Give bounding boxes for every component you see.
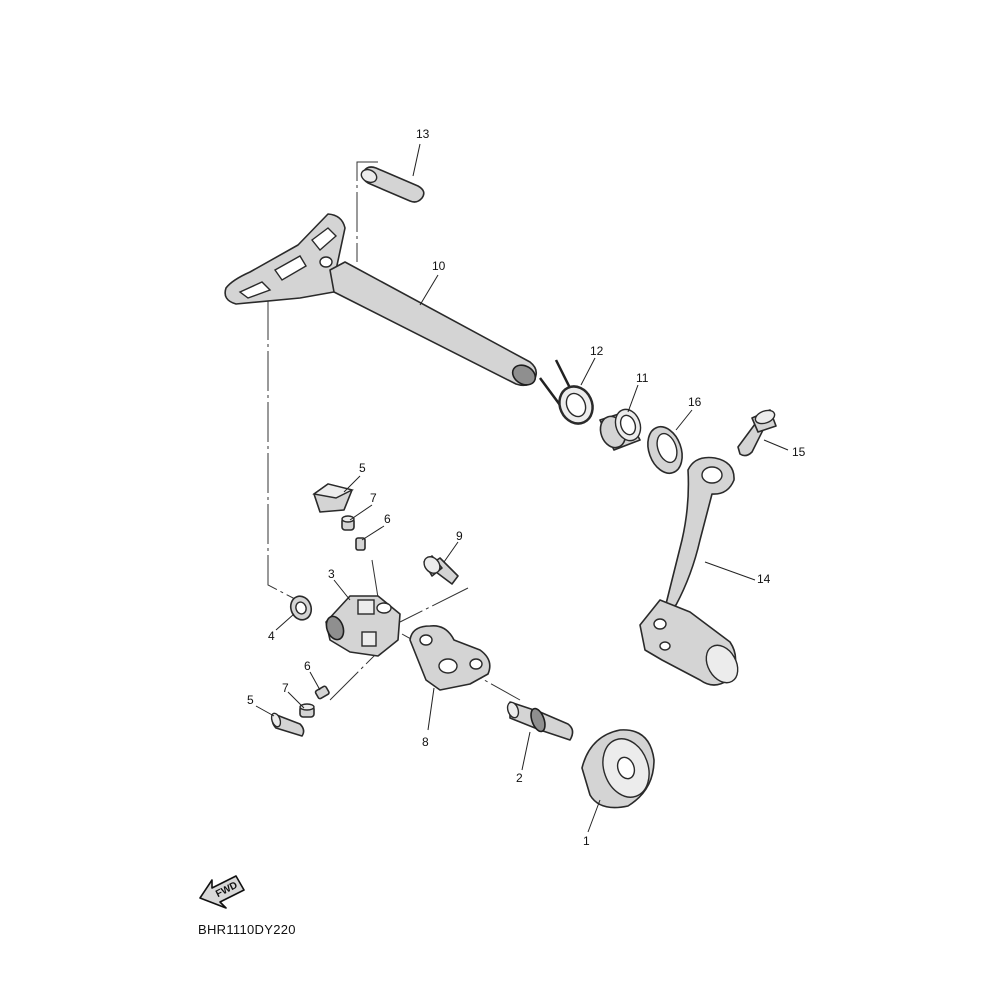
callout-7-bottom: 7 bbox=[282, 681, 289, 695]
callout-5-top: 5 bbox=[359, 461, 366, 475]
part-4-washer[interactable] bbox=[287, 593, 314, 622]
callout-4: 4 bbox=[268, 629, 275, 643]
callout-10: 10 bbox=[432, 259, 446, 273]
callout-7-top: 7 bbox=[370, 491, 377, 505]
part-11-collar[interactable] bbox=[596, 406, 644, 451]
part-10-shift-shaft[interactable] bbox=[224, 213, 539, 389]
part-9-bolt[interactable] bbox=[421, 554, 459, 585]
callout-15: 15 bbox=[792, 445, 806, 459]
part-13-pin[interactable] bbox=[359, 166, 425, 203]
callout-9: 9 bbox=[456, 529, 463, 543]
callout-labels: 13 10 12 11 16 15 14 5 7 6 9 3 4 6 7 5 8… bbox=[247, 127, 806, 848]
fwd-arrow-icon: FWD bbox=[199, 875, 245, 909]
part-1-star-stopper[interactable] bbox=[581, 729, 657, 809]
part-5-pin-bottom[interactable] bbox=[270, 712, 305, 737]
callout-2: 2 bbox=[516, 771, 523, 785]
callout-6-bottom: 6 bbox=[304, 659, 311, 673]
callout-13: 13 bbox=[416, 127, 430, 141]
part-8-plate[interactable] bbox=[409, 624, 491, 691]
callout-5-bottom: 5 bbox=[247, 693, 254, 707]
part-7-pin-bottom[interactable] bbox=[299, 703, 315, 718]
part-3-segment[interactable] bbox=[323, 595, 401, 657]
part-5-block-top[interactable] bbox=[312, 483, 355, 513]
part-15-bolt[interactable] bbox=[737, 408, 777, 457]
leader-lines bbox=[255, 143, 789, 833]
callout-3: 3 bbox=[328, 567, 335, 581]
part-6-spring-top[interactable] bbox=[355, 537, 366, 551]
callout-1: 1 bbox=[583, 834, 590, 848]
callout-8: 8 bbox=[422, 735, 429, 749]
callout-12: 12 bbox=[590, 344, 604, 358]
diagram-code: BHR1110DY220 bbox=[198, 922, 296, 937]
part-2-stud[interactable] bbox=[506, 701, 574, 741]
callout-14: 14 bbox=[757, 572, 771, 586]
callout-6-top: 6 bbox=[384, 512, 391, 526]
part-16-seal[interactable] bbox=[642, 422, 688, 478]
callout-16: 16 bbox=[688, 395, 702, 409]
part-12-torsion-spring[interactable] bbox=[538, 359, 599, 429]
part-7-pin-top[interactable] bbox=[341, 515, 355, 531]
part-14-shift-lever[interactable] bbox=[639, 456, 744, 689]
callout-11: 11 bbox=[636, 371, 649, 385]
part-6-spring-bottom[interactable] bbox=[314, 685, 330, 700]
